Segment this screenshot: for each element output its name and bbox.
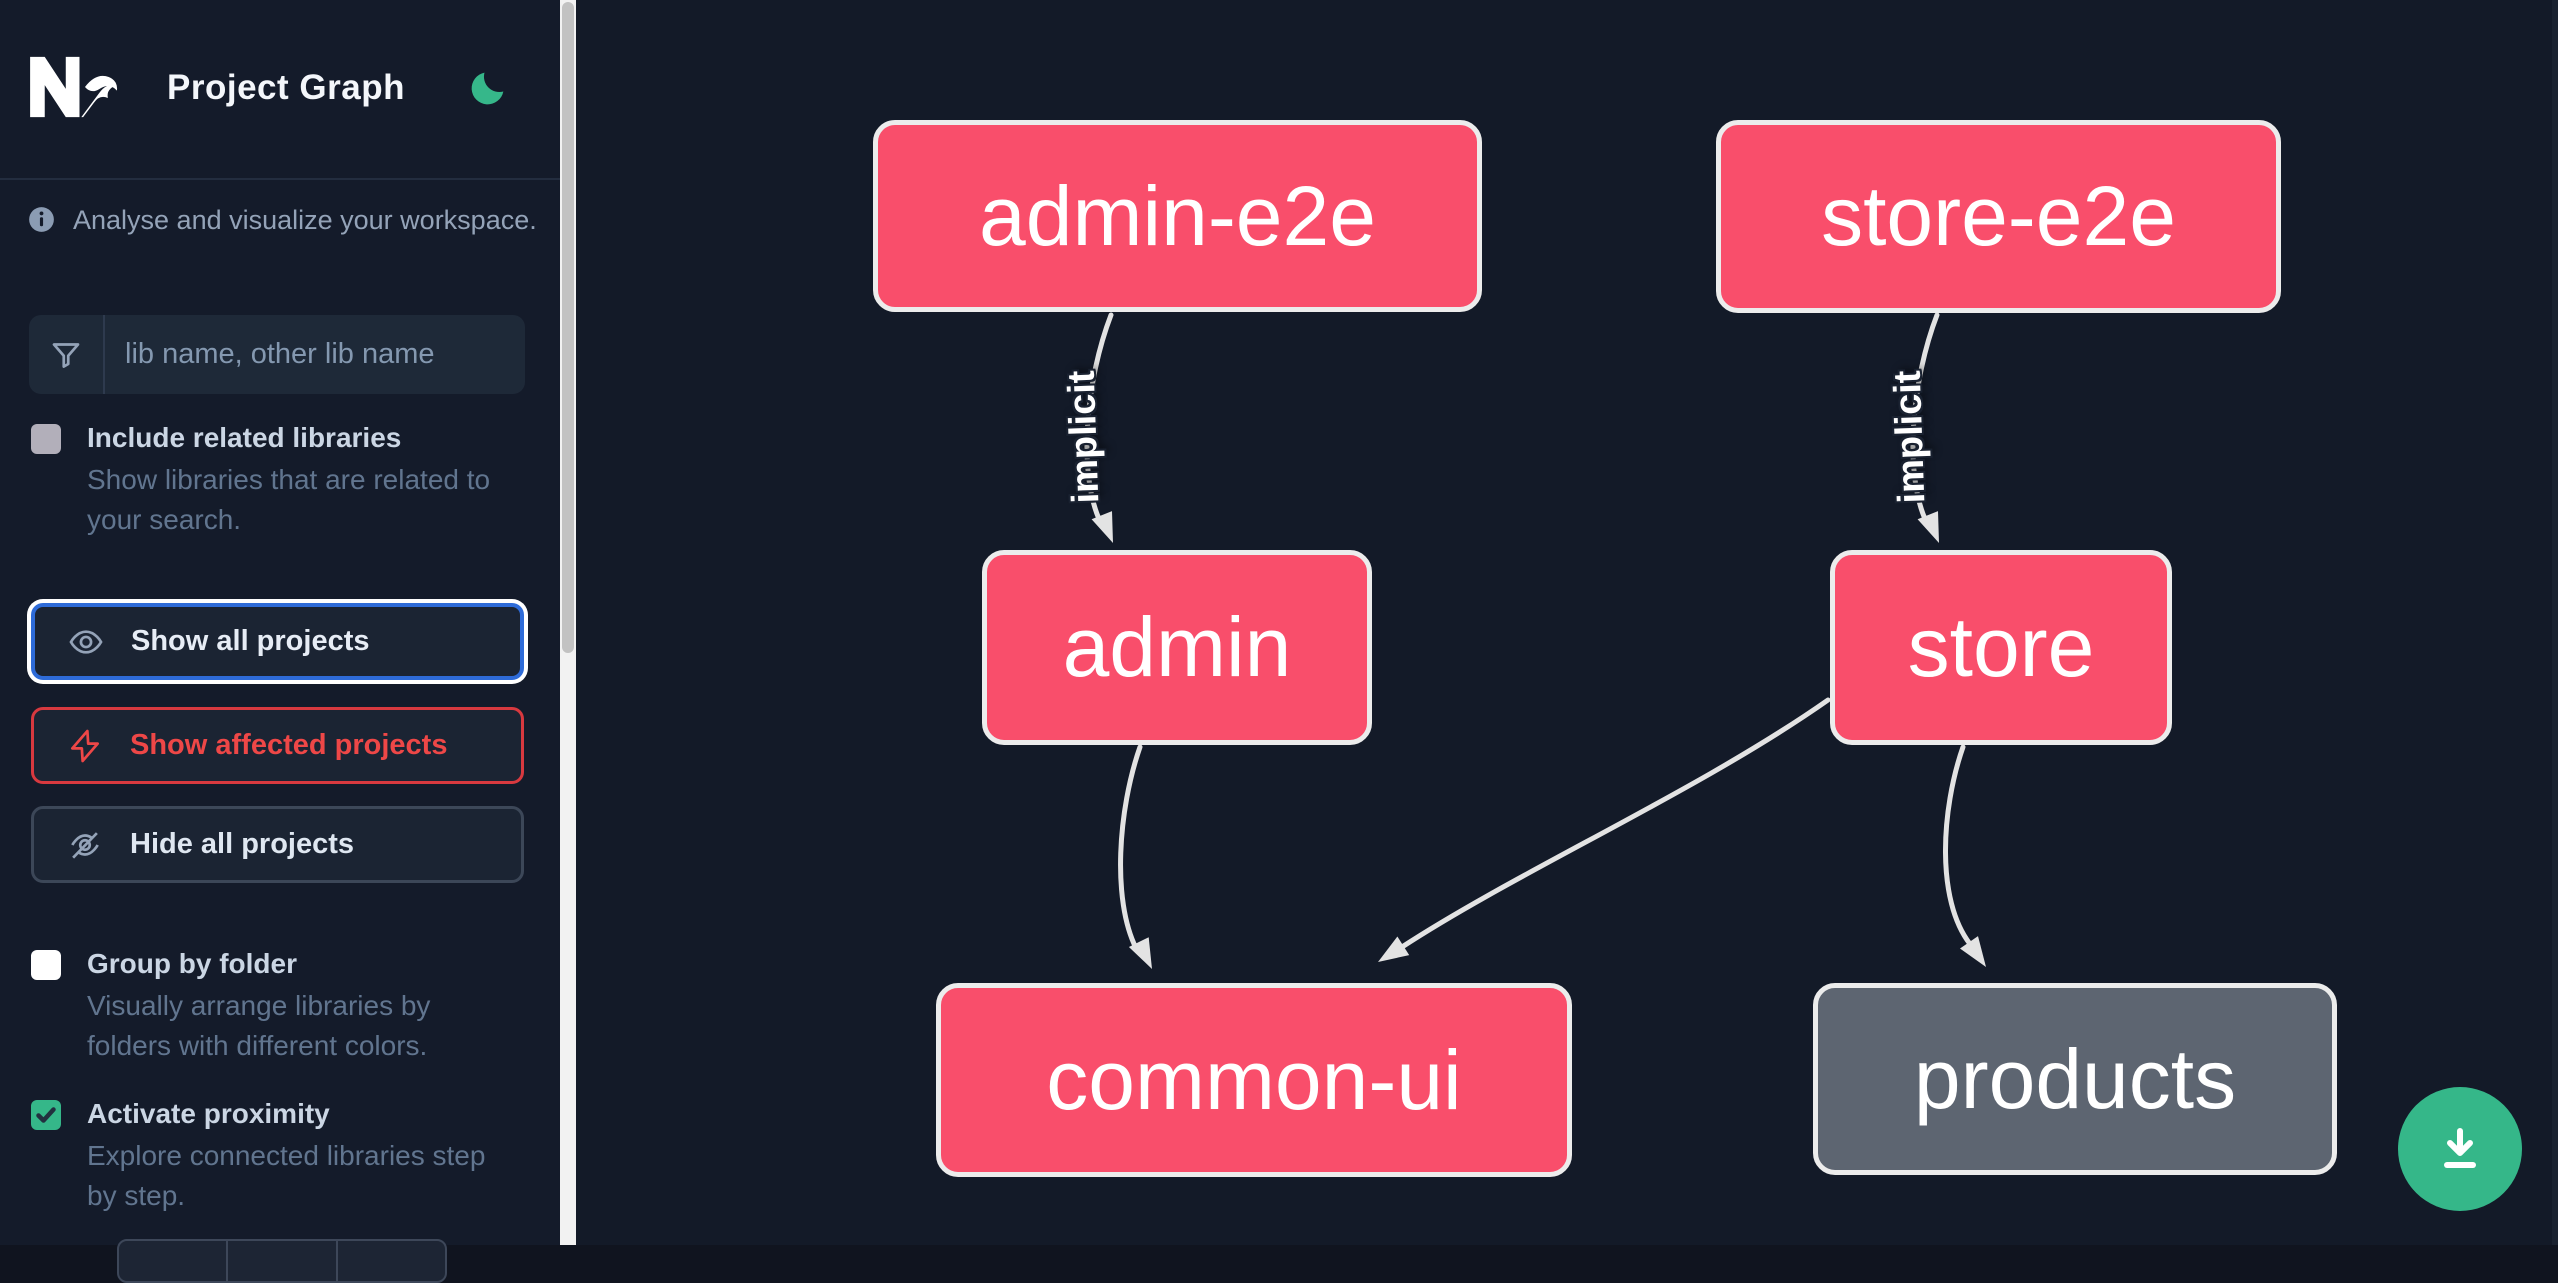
proximity-depth-control[interactable]: [117, 1239, 447, 1283]
sidebar-header: Project Graph: [0, 0, 560, 178]
theme-toggle-moon-icon[interactable]: [468, 68, 508, 108]
sidebar-scrollbar-thumb[interactable]: [562, 2, 574, 653]
option-description: Show libraries that are related to your …: [87, 464, 491, 535]
node-admin[interactable]: admin: [982, 550, 1372, 745]
download-graph-button[interactable]: [2398, 1087, 2522, 1211]
intro-text: Analyse and visualize your workspace.: [73, 205, 537, 235]
header-divider: [0, 178, 560, 180]
checkmark-icon: [36, 1107, 56, 1123]
arrowhead: [1128, 937, 1152, 969]
button-label: Show affected projects: [130, 729, 448, 761]
filter-funnel-icon: [29, 315, 105, 394]
workspace-intro: Analyse and visualize your workspace.: [28, 205, 538, 236]
search-input[interactable]: [105, 317, 525, 392]
node-admin-e2e[interactable]: admin-e2e: [873, 120, 1482, 312]
edge-store-products: [1943, 744, 1973, 947]
option-description: Explore connected libraries step by step…: [87, 1140, 486, 1211]
edge-store-e2e-store: [1910, 312, 1940, 522]
edge-store-common-ui: [1399, 697, 1831, 950]
node-products[interactable]: products: [1813, 983, 2337, 1175]
node-store-e2e[interactable]: store-e2e: [1716, 120, 2281, 313]
arrowhead: [1960, 936, 1986, 967]
info-icon: [29, 207, 54, 232]
button-label: Hide all projects: [130, 828, 355, 860]
dependency-edges: [1084, 312, 1986, 969]
option-description: Visually arrange libraries by folders wi…: [87, 990, 431, 1061]
option-label[interactable]: Group by folder: [87, 948, 297, 979]
show-all-projects-button[interactable]: Show all projects: [31, 603, 524, 680]
button-label: Show all projects: [131, 625, 370, 657]
stepper-decrement[interactable]: [119, 1241, 229, 1281]
arrowhead: [1378, 936, 1410, 962]
node-store[interactable]: store: [1830, 550, 2172, 745]
download-icon: [2444, 1128, 2476, 1168]
sidebar-scrollbar-track: [560, 0, 576, 1245]
edge-admin-common-ui: [1118, 744, 1143, 951]
arrowhead: [1917, 511, 1939, 543]
search-box: [29, 315, 525, 394]
eye-icon: [69, 629, 103, 654]
project-graph-canvas[interactable]: implicit implicit admin-e2e store-e2e ad…: [576, 0, 2558, 1245]
lightning-bolt-icon: [70, 729, 100, 762]
sidebar: Project Graph Analyse and visualize your…: [0, 0, 560, 1283]
page-title: Project Graph: [167, 68, 405, 107]
eye-off-icon: [71, 831, 99, 859]
stepper-increment[interactable]: [338, 1241, 445, 1281]
show-affected-projects-button[interactable]: Show affected projects: [31, 707, 524, 784]
checkbox-include-related[interactable]: [31, 424, 61, 454]
arrowhead: [1091, 511, 1113, 543]
edge-admin-e2e-admin: [1084, 312, 1114, 522]
option-label[interactable]: Activate proximity: [87, 1098, 330, 1129]
option-label[interactable]: Include related libraries: [87, 422, 402, 453]
nx-logo: [30, 56, 118, 118]
checkbox-activate-proximity[interactable]: [31, 1100, 61, 1130]
stepper-value: [228, 1241, 338, 1281]
hide-all-projects-button[interactable]: Hide all projects: [31, 806, 524, 883]
canvas-right-edge: [2552, 0, 2558, 1245]
node-common-ui[interactable]: common-ui: [936, 983, 1572, 1177]
checkbox-group-by-folder[interactable]: [31, 950, 61, 980]
